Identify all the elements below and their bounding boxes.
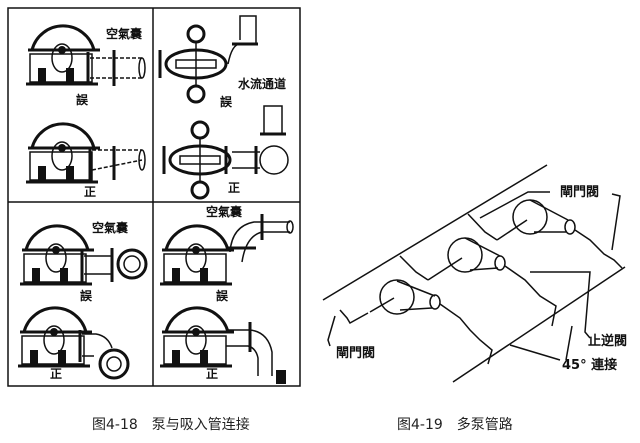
label-correct: 正 [50,367,62,381]
figure-4-19: 閘門閥 閘門閥 止逆閥 45° 連接 [322,164,627,383]
pump-1 [339,279,493,365]
label-45-degree-connection: 45° 連接 [562,357,617,373]
label-wrong: 誤 [220,94,233,109]
label-correct: 正 [84,185,96,199]
caption-figure-4-19: 图4-19 多泵管路 [397,417,513,433]
pump-icon [158,306,236,368]
leader-line [530,271,591,339]
leader-line [327,315,336,347]
pump-top-view-icon [158,24,228,104]
suction-header [322,164,548,301]
label-check-valve: 止逆閥 [588,333,627,349]
leader-line [479,191,550,219]
discharge-header [452,266,626,383]
figure-4-18: 空氣囊 誤 正 水流通道 誤 正 空氣囊 誤 [7,7,301,387]
label-gate-valve-bottom: 閘門閥 [336,346,375,361]
label-air-pocket: 空氣囊 [106,26,143,41]
label-wrong: 誤 [76,92,89,107]
label-correct: 正 [228,181,240,195]
pump-3 [467,199,623,269]
label-gate-valve-top: 閘門閥 [560,185,599,200]
pump-2 [399,237,557,327]
label-correct: 正 [206,367,218,381]
pump-top-view-icon [162,120,232,200]
label-water-channel: 水流通道 [238,76,286,91]
label-air-pocket: 空氣囊 [92,220,129,235]
caption-figure-4-18: 图4-18 泵与吸入管连接 [92,417,250,433]
leader-line [509,325,573,361]
label-wrong: 誤 [80,288,93,303]
leader-line [611,193,621,251]
figure-frame [7,7,301,387]
label-wrong: 誤 [216,288,229,303]
label-air-pocket: 空氣囊 [206,204,243,219]
pump-icon [158,224,236,286]
